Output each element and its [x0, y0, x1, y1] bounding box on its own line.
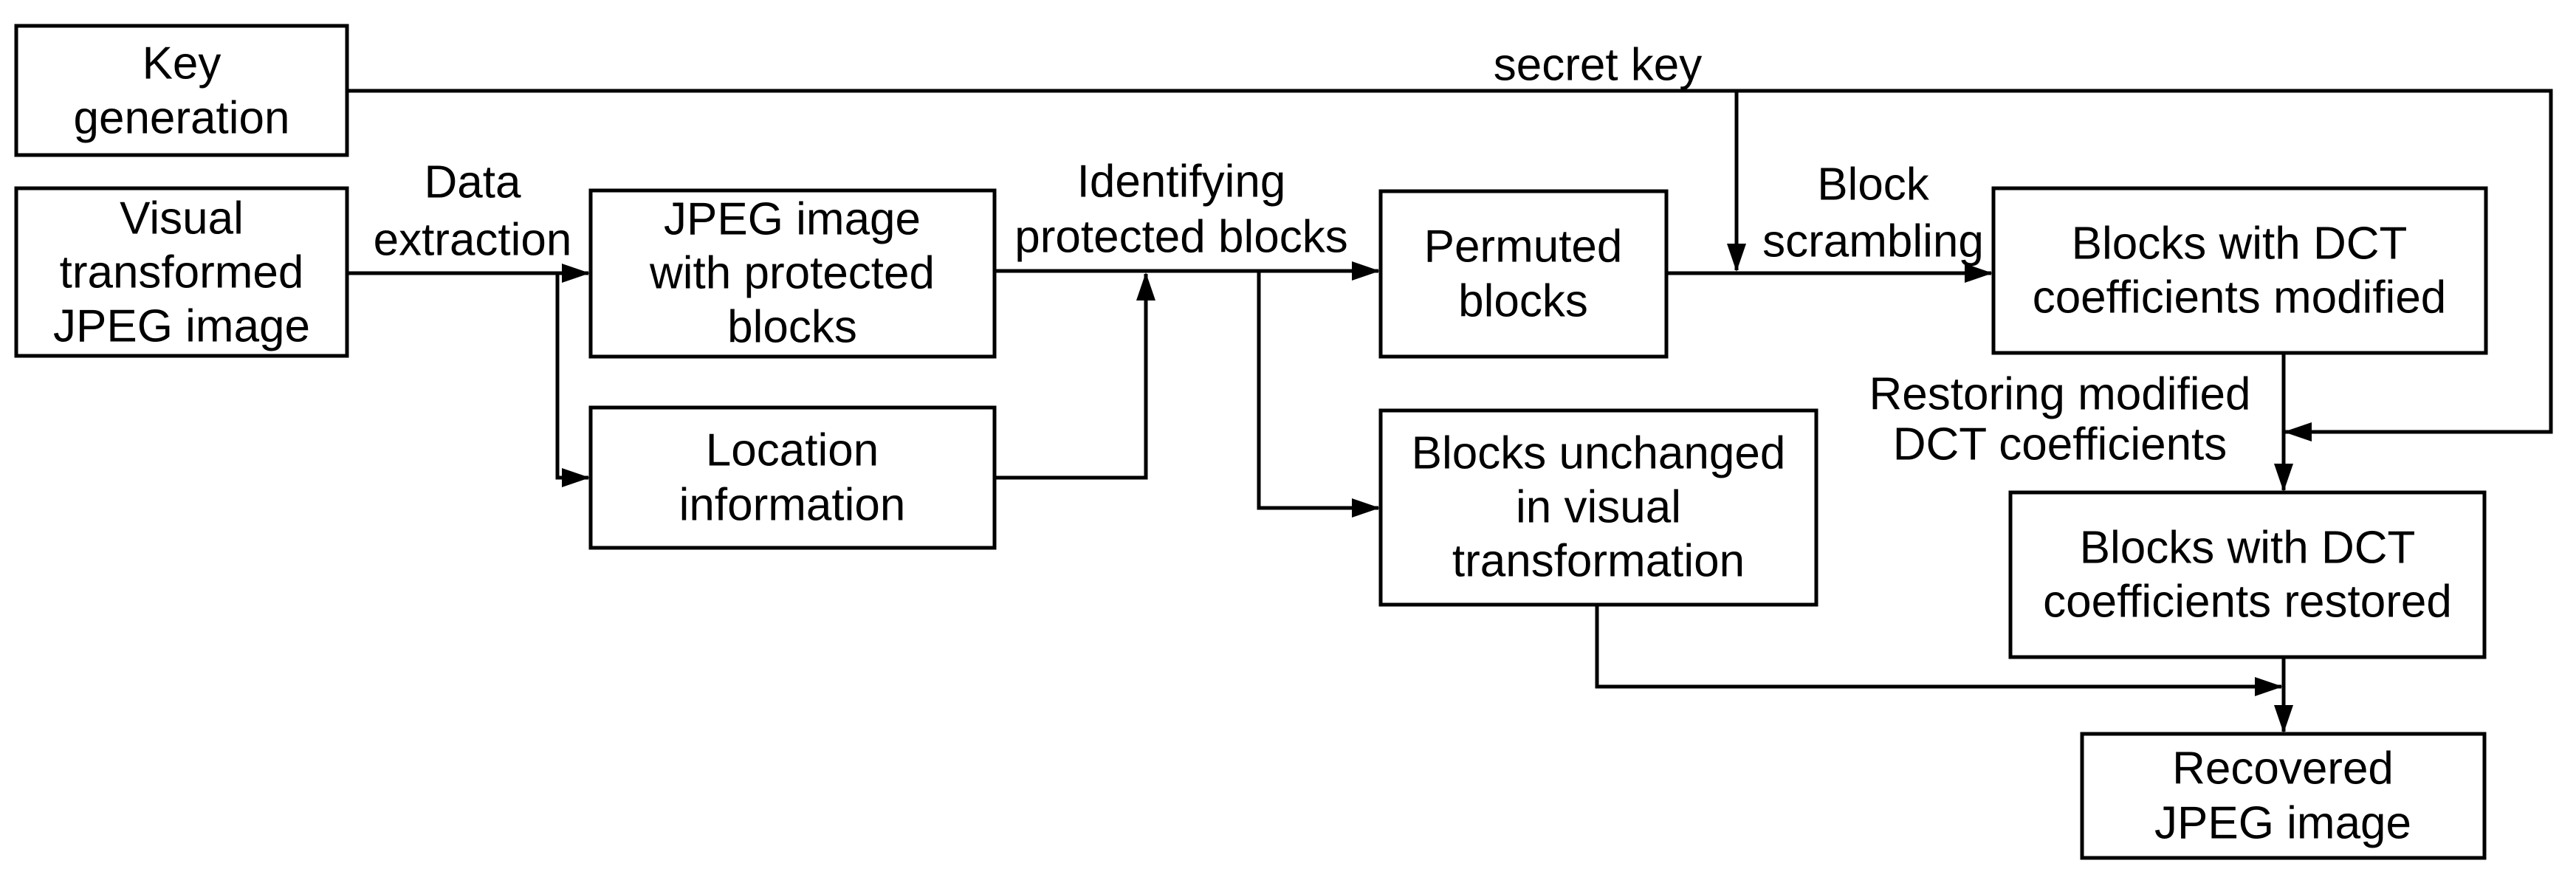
- visual-transformed-label-line1: Visual: [120, 193, 244, 244]
- jpeg-protected-label-line1: JPEG image: [664, 194, 921, 245]
- label-block-scrambling-line1: Block: [1817, 159, 1930, 210]
- location-information-label-line1: Location: [706, 425, 879, 476]
- node-visual-transformed-jpeg: Visual transformed JPEG image: [14, 186, 349, 358]
- node-blocks-dct-modified: Blocks with DCT coefficients modified: [1991, 186, 2488, 355]
- location-information-label-line2: information: [679, 480, 906, 531]
- nodes: Key generation Visual transformed JPEG i…: [14, 24, 2488, 860]
- dct-modified-label-line2: coefficients modified: [2033, 272, 2447, 323]
- node-blocks-dct-restored: Blocks with DCT coefficients restored: [2008, 490, 2487, 659]
- jpeg-protected-label-line3: blocks: [727, 302, 857, 353]
- permuted-blocks-label-line2: blocks: [1458, 276, 1588, 327]
- label-block-scrambling-line2: scrambling: [1762, 216, 1984, 267]
- edge-secret-key-feedback: [347, 89, 2553, 442]
- visual-transformed-label-line3: JPEG image: [53, 301, 310, 352]
- edge-location-branch: [555, 273, 590, 487]
- node-jpeg-with-protected-blocks: JPEG image with protected blocks: [588, 188, 997, 359]
- blocks-unchanged-label-line2: in visual: [1516, 482, 1681, 533]
- recovered-jpeg-label-line1: Recovered: [2172, 743, 2394, 794]
- blocks-unchanged-label-line3: transformation: [1452, 536, 1745, 587]
- label-data-extraction-line2: extraction: [374, 215, 572, 266]
- dct-modified-box: [1991, 186, 2488, 355]
- label-restoring-line2: DCT coefficients: [1893, 419, 2228, 470]
- key-generation-label-line1: Key: [142, 38, 221, 89]
- recovered-jpeg-box: [2080, 732, 2487, 860]
- dct-restored-box: [2008, 490, 2487, 659]
- visual-transformed-label-line2: transformed: [60, 247, 304, 298]
- edge-labels: secret key Data extraction Identifying p…: [374, 40, 2251, 470]
- dct-restored-label-line1: Blocks with DCT: [2080, 523, 2416, 574]
- key-generation-box: [14, 24, 349, 157]
- node-key-generation: Key generation: [14, 24, 349, 157]
- node-recovered-jpeg: Recovered JPEG image: [2080, 732, 2487, 860]
- edge-location-up: [995, 272, 1155, 480]
- dct-modified-label-line1: Blocks with DCT: [2072, 219, 2408, 269]
- key-generation-label-line2: generation: [73, 93, 289, 144]
- permuted-blocks-label-line1: Permuted: [1424, 221, 1623, 272]
- edge-unchanged-out: [1595, 605, 2283, 696]
- label-identifying-line2: protected blocks: [1014, 212, 1347, 263]
- edge-unchanged-branch: [1257, 271, 1380, 518]
- label-data-extraction-line1: Data: [425, 157, 521, 208]
- permuted-blocks-box: [1378, 189, 1669, 359]
- node-blocks-unchanged: Blocks unchanged in visual transformatio…: [1378, 408, 1818, 607]
- edges: [347, 89, 2553, 733]
- visual-transformed-box: [14, 186, 349, 358]
- blocks-unchanged-label-line1: Blocks unchanged: [1412, 428, 1786, 479]
- node-location-information: Location information: [588, 405, 997, 550]
- jpeg-protected-box: [588, 188, 997, 359]
- blocks-unchanged-box: [1378, 408, 1818, 607]
- label-secret-key: secret key: [1494, 40, 1703, 91]
- jpeg-protected-label-line2: with protected: [649, 248, 935, 299]
- label-restoring-line1: Restoring modified: [1869, 369, 2251, 420]
- recovered-jpeg-label-line2: JPEG image: [2154, 798, 2411, 849]
- dct-restored-label-line2: coefficients restored: [2043, 577, 2452, 628]
- label-identifying-line1: Identifying: [1077, 157, 1286, 207]
- node-permuted-blocks: Permuted blocks: [1378, 189, 1669, 359]
- location-information-box: [588, 405, 997, 550]
